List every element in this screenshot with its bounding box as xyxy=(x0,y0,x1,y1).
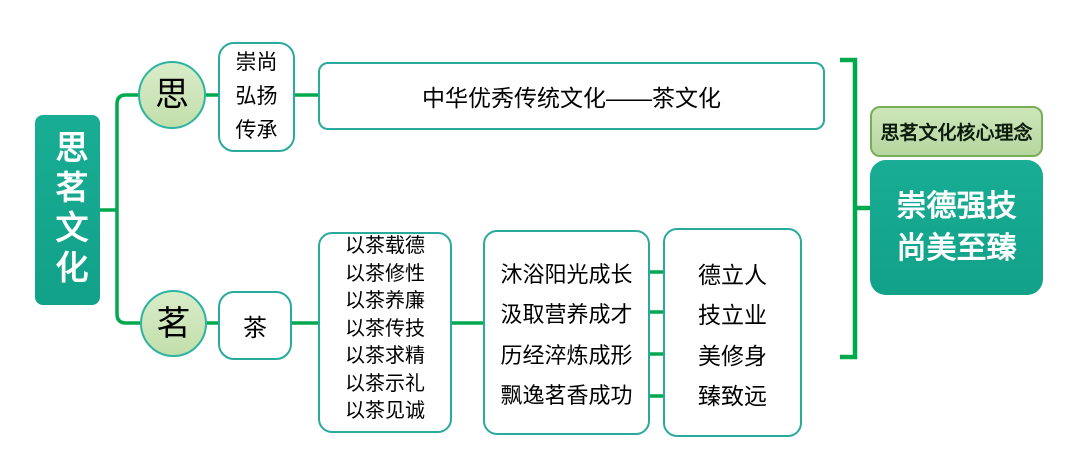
principle-item: 以茶养廉 xyxy=(345,290,425,313)
growth-stage-item: 飘逸茗香成功 xyxy=(500,382,633,408)
principle-item: 以茶传技 xyxy=(345,317,425,340)
principle-item: 以茶示礼 xyxy=(345,372,425,395)
branch-node-ming-label: 茗 xyxy=(156,304,191,343)
core-idea-title: 思茗文化核心理念 xyxy=(880,123,1033,144)
outcomes-box: 德立人 技立业 美修身 臻致远 xyxy=(663,228,802,437)
outcome-item: 德立人 xyxy=(698,262,767,289)
si-sub-node-values: 崇尚 弘扬 传承 xyxy=(218,42,295,152)
ming-sub-node-tea: 茶 xyxy=(218,291,292,360)
core-idea-title-badge: 思茗文化核心理念 xyxy=(870,106,1043,157)
outcome-item: 技立业 xyxy=(698,302,767,329)
left-bracket-connector xyxy=(115,93,140,325)
si-sub-line: 崇尚 xyxy=(235,51,278,74)
root-node-siming-culture: 思茗文化 xyxy=(35,115,100,305)
growth-stages-box: 沐浴阳光成长 汲取营养成才 历经淬炼成形 飘逸茗香成功 xyxy=(483,230,650,435)
ming-sub-label: 茶 xyxy=(243,315,267,342)
branch-node-ming: 茗 xyxy=(140,290,207,357)
si-leaf-label: 中华优秀传统文化——茶文化 xyxy=(422,85,721,111)
outcome-item: 臻致远 xyxy=(698,382,767,409)
growth-stage-item: 历经淬炼成形 xyxy=(500,342,633,368)
tea-principles-box: 以茶载德 以茶修性 以茶养廉 以茶传技 以茶求精 以茶示礼 以茶见诚 xyxy=(318,232,452,433)
principle-item: 以茶载德 xyxy=(345,235,425,258)
si-leaf-tea-culture: 中华优秀传统文化——茶文化 xyxy=(318,62,825,130)
branch-node-si: 思 xyxy=(138,61,206,129)
principle-item: 以茶求精 xyxy=(345,345,425,368)
core-motto-line: 尚美至臻 xyxy=(896,231,1017,265)
growth-stage-item: 沐浴阳光成长 xyxy=(500,262,633,288)
core-motto-line: 崇德强技 xyxy=(896,189,1017,223)
growth-stage-item: 汲取营养成才 xyxy=(500,302,633,328)
core-motto-box: 崇德强技 尚美至臻 xyxy=(870,160,1043,295)
branch-node-si-label: 思 xyxy=(155,76,189,114)
right-group-bracket xyxy=(840,57,858,360)
principle-item: 以茶见诚 xyxy=(345,400,425,423)
principle-item: 以茶修性 xyxy=(345,262,425,285)
si-sub-line: 弘扬 xyxy=(235,85,278,108)
root-node-label: 思茗文化 xyxy=(50,130,86,290)
outcome-item: 美修身 xyxy=(698,342,767,369)
si-sub-line: 传承 xyxy=(235,119,278,142)
